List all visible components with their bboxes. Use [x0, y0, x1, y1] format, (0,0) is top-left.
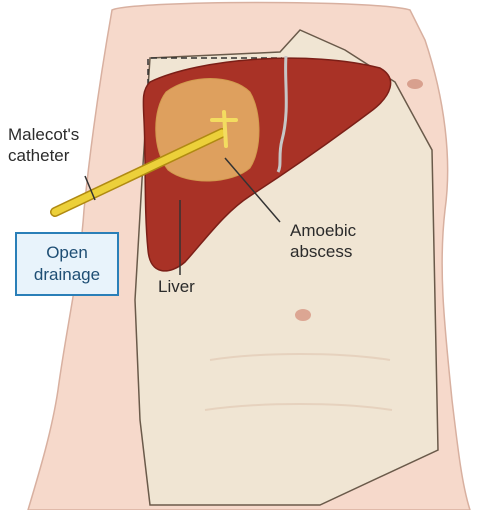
open-drainage-box: Open drainage — [15, 232, 119, 296]
catheter-label: Malecot's catheter — [8, 124, 79, 166]
nipple — [407, 79, 423, 89]
open-drainage-label: Open drainage — [34, 242, 100, 286]
liver-label: Liver — [158, 276, 195, 297]
amoebic-abscess — [156, 79, 259, 182]
abscess-label: Amoebic abscess — [290, 220, 356, 262]
navel — [295, 309, 311, 321]
